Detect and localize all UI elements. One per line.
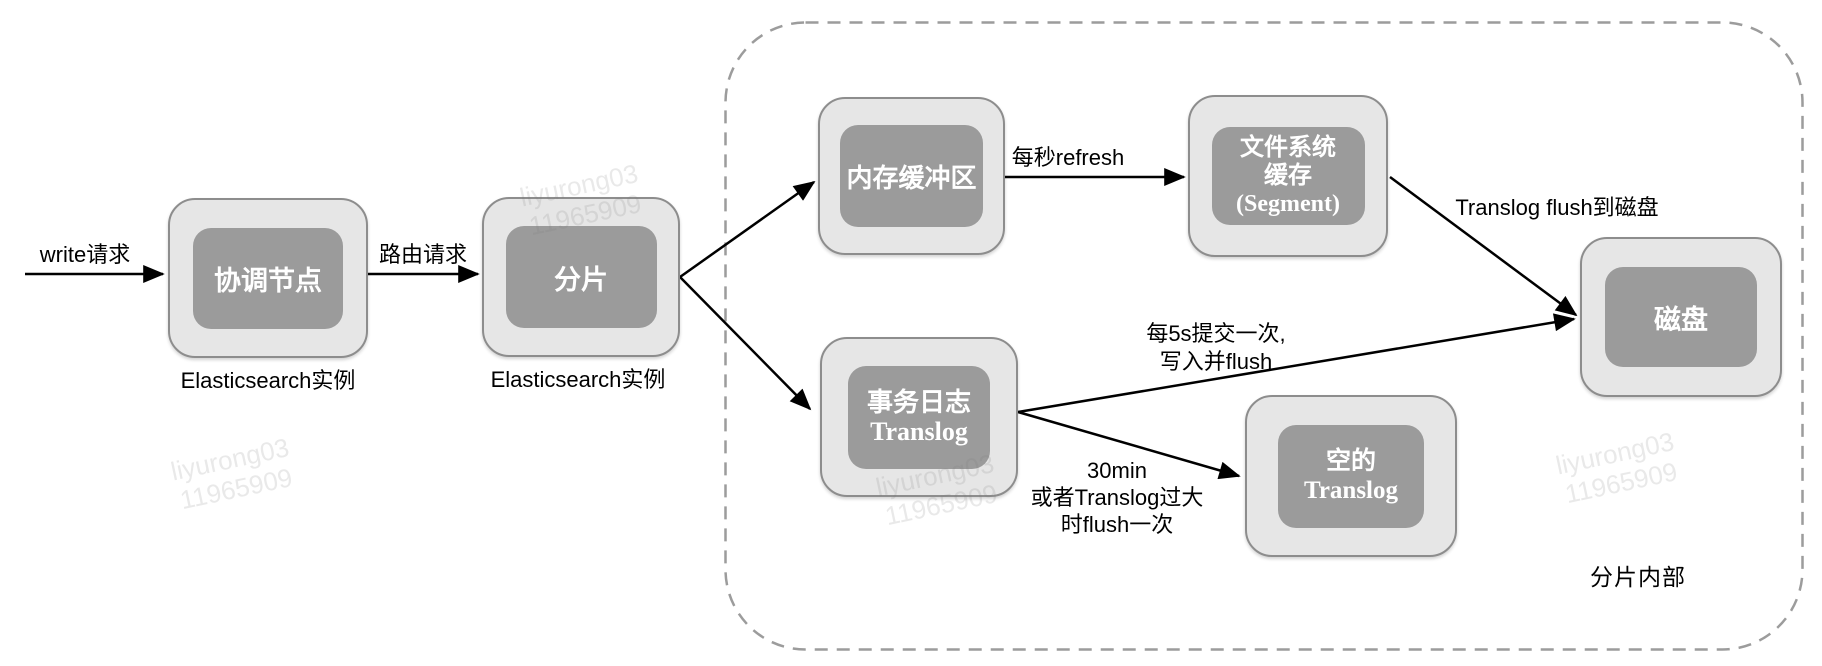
arrow-translog-to-disk [1017,313,1576,414]
edge-label-write-request: write请求 [39,242,131,267]
node-memory-buffer: 内存缓冲区 [818,97,1005,255]
arrow-fscache-to-disk [1389,175,1578,317]
node-disk-label: 磁盘 [1654,304,1708,335]
node-coordinator-inner: 协调节点 [193,227,343,329]
node-fs-cache-inner: 文件系统 缓存 (Segment) [1211,127,1365,225]
edge-label-flush-30min-line2: 或者Translog过大 [1030,485,1204,510]
arrow-shard-to-memory-buffer [679,180,816,279]
node-empty-translog-label-line2: Translog [1304,477,1398,504]
edge-label-flush-30min: 30min 或者Translog过大 时flush一次 [1031,457,1204,538]
edge-label-commit-5s-line2: 写入并flush [1159,349,1273,374]
node-translog-inner: 事务日志 Translog [848,365,990,469]
caption-shard: Elasticsearch实例 [490,367,666,392]
node-fs-cache-label-line3: (Segment) [1236,191,1340,217]
edge-label-route-request: 路由请求 [378,242,468,267]
node-empty-translog-label-line1: 空的 [1325,447,1376,475]
edge-label-commit-5s-line1: 每5s提交一次, [1146,321,1286,346]
node-fs-cache: 文件系统 缓存 (Segment) [1188,95,1388,257]
node-empty-translog-inner: 空的 Translog [1278,424,1424,528]
node-coordinator: 协调节点 [168,198,368,358]
node-translog: 事务日志 Translog [820,337,1018,497]
arrow-shard-to-translog [679,276,812,411]
node-shard-inner: 分片 [505,226,657,328]
node-fs-cache-label-line2: 缓存 [1264,162,1312,189]
edge-label-refresh: 每秒refresh [1011,145,1125,170]
arrow-translog-to-empty-translog [1017,410,1241,480]
node-disk-inner: 磁盘 [1605,267,1757,367]
edge-label-translog-flush: Translog flush到磁盘 [1455,195,1659,220]
node-translog-label-line2: Translog [870,417,968,446]
shard-internal-label: 分片内部 [1590,564,1686,590]
caption-coordinator: Elasticsearch实例 [180,368,356,393]
edge-label-flush-30min-line1: 30min [1087,458,1147,483]
node-fs-cache-label-line1: 文件系统 [1240,134,1336,161]
node-shard: 分片 [482,197,680,357]
node-memory-buffer-inner: 内存缓冲区 [840,125,983,227]
edge-label-commit-5s: 每5s提交一次, 写入并flush [1146,320,1285,376]
node-shard-label: 分片 [554,264,608,295]
node-translog-label-line1: 事务日志 [866,387,971,417]
edge-label-flush-30min-line3: 时flush一次 [1060,512,1174,537]
node-disk: 磁盘 [1580,237,1782,397]
node-memory-buffer-label: 内存缓冲区 [846,162,977,193]
node-empty-translog: 空的 Translog [1245,395,1457,557]
node-coordinator-label: 协调节点 [214,265,322,296]
shard-internal-container-border [724,21,1804,651]
